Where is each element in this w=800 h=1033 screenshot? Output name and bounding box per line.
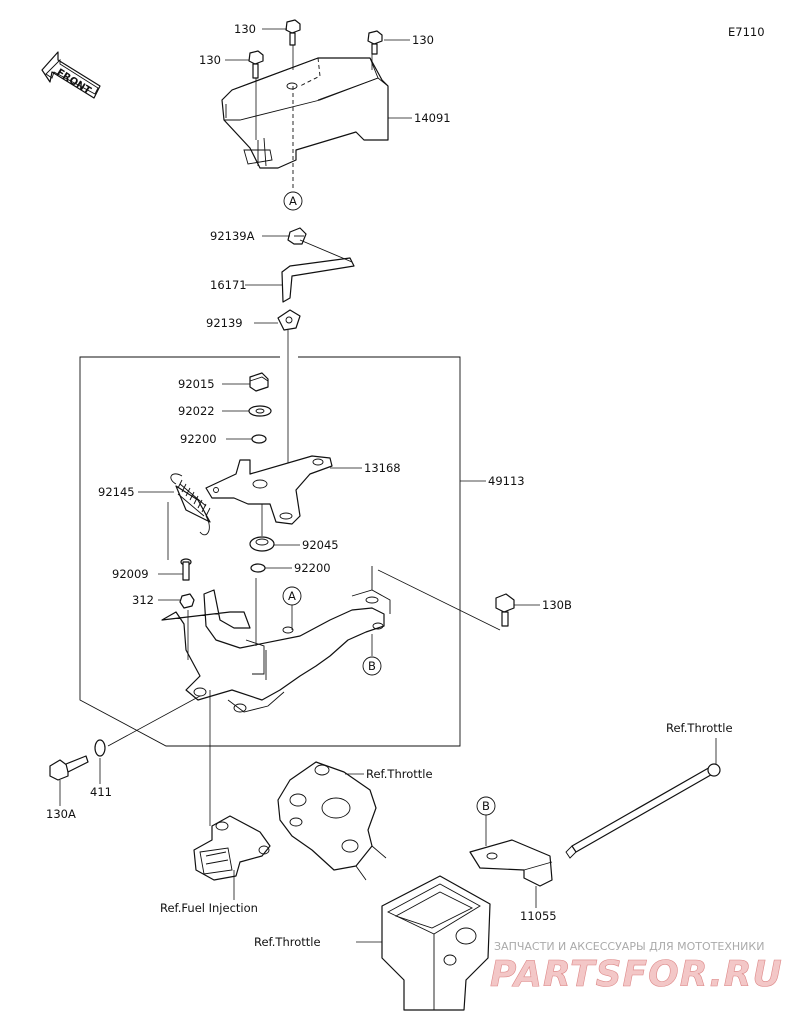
ref-fuel-injection: Ref.Fuel Injection: [160, 901, 258, 915]
label-130a: 130A: [46, 807, 76, 821]
watermark: ЗАПЧАСТИ И АКСЕССУАРЫ ДЛЯ МОТОТЕХНИКИ PA…: [490, 940, 783, 995]
callout-b-mid-label: B: [368, 659, 376, 673]
spring-92145: [170, 473, 211, 536]
label-92009: 92009: [112, 567, 149, 581]
throttle-body-mid: [277, 761, 387, 881]
label-11055: 11055: [520, 909, 557, 923]
watermark-tagline: ЗАПЧАСТИ И АКСЕССУАРЫ ДЛЯ МОТОТЕХНИКИ: [494, 940, 764, 953]
label-92022: 92022: [178, 404, 215, 418]
label-411: 411: [90, 785, 112, 799]
front-arrow-icon: FRONT: [41, 51, 101, 99]
label-92045: 92045: [302, 538, 339, 552]
callout-b-mid: [362, 656, 382, 676]
washer-411: [94, 739, 106, 757]
bracket-plate: [161, 566, 391, 713]
bolt-130-top-center: [285, 19, 301, 46]
bolt-130a: [49, 755, 89, 781]
screw-92009: [180, 558, 192, 581]
bolt-130b: [495, 593, 515, 627]
ref-throttle-1: Ref.Throttle: [366, 767, 433, 781]
bracket-11055: [469, 839, 553, 887]
collar-92200-lower: [250, 563, 266, 573]
nut-92015: [249, 372, 269, 392]
label-92145: 92145: [98, 485, 135, 499]
frame-49113: [79, 356, 461, 747]
clamp-92139a: [287, 227, 307, 245]
bolt-130-top-right: [367, 30, 383, 55]
throttle-cable: [565, 763, 721, 859]
label-92015: 92015: [178, 377, 215, 391]
ref-throttle-3: Ref.Throttle: [254, 935, 321, 949]
callout-b-right-label: B: [482, 799, 490, 813]
label-92200-a: 92200: [180, 432, 217, 446]
label-130-a: 130: [234, 22, 256, 36]
callout-a-mid-label: A: [288, 589, 296, 603]
label-130-c: 130: [199, 53, 221, 67]
washer-92022: [248, 405, 272, 417]
label-14091: 14091: [414, 111, 451, 125]
rod-16171: [281, 239, 355, 303]
bolt-130-left: [248, 50, 264, 79]
callout-a-top-label: A: [289, 194, 297, 208]
label-312: 312: [132, 593, 154, 607]
nut-92045: [249, 536, 275, 552]
clamp-92139: [277, 309, 301, 331]
callout-a-top: [283, 191, 303, 211]
part-14091-cover: [221, 57, 389, 169]
watermark-brand: PARTSFOR.RU: [490, 954, 783, 995]
nut-312: [179, 593, 195, 609]
lever-13168: [205, 455, 333, 525]
label-49113: 49113: [488, 474, 525, 488]
label-130-b: 130: [412, 33, 434, 47]
label-13168: 13168: [364, 461, 401, 475]
throttle-body-bottom: [381, 875, 491, 1011]
label-92139: 92139: [206, 316, 243, 330]
label-92139a: 92139A: [210, 229, 255, 243]
label-92200-b: 92200: [294, 561, 331, 575]
label-130b: 130B: [542, 598, 572, 612]
diagram-code: E7110: [728, 25, 765, 39]
throttle-sensor: [193, 815, 271, 881]
collar-92200-top: [251, 434, 267, 444]
label-16171: 16171: [210, 278, 247, 292]
ref-throttle-2: Ref.Throttle: [666, 721, 733, 735]
